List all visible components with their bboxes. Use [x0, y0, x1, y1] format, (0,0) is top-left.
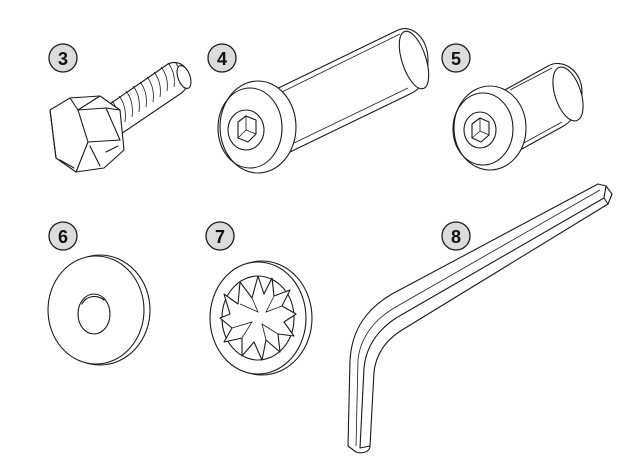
- part-4: 4: [207, 28, 430, 174]
- hex-allen-key-icon: [347, 183, 613, 454]
- part-4-badge: 4: [207, 43, 237, 73]
- part-3-badge: 3: [48, 43, 78, 73]
- part-5-number: 5: [451, 49, 461, 69]
- part-6-badge: 6: [48, 221, 78, 251]
- part-6: 6: [47, 221, 151, 366]
- part-8-badge: 8: [441, 221, 471, 251]
- long-socket-barrel-nut-icon: [217, 28, 430, 174]
- flat-washer-icon: [47, 254, 151, 366]
- part-8-number: 8: [451, 227, 461, 247]
- part-4-number: 4: [217, 49, 227, 69]
- part-7-number: 7: [215, 227, 225, 247]
- part-3-number: 3: [58, 49, 68, 69]
- part-3: 3: [48, 43, 192, 173]
- part-7: 7: [205, 221, 313, 376]
- part-8: 8: [347, 183, 613, 454]
- part-5-badge: 5: [441, 43, 471, 73]
- part-5: 5: [441, 43, 584, 171]
- short-socket-barrel-nut-icon: [452, 63, 584, 171]
- internal-tooth-lock-washer-icon: [209, 260, 313, 376]
- part-6-number: 6: [58, 227, 68, 247]
- part-7-badge: 7: [205, 221, 235, 251]
- hex-bolt-icon: [49, 61, 192, 173]
